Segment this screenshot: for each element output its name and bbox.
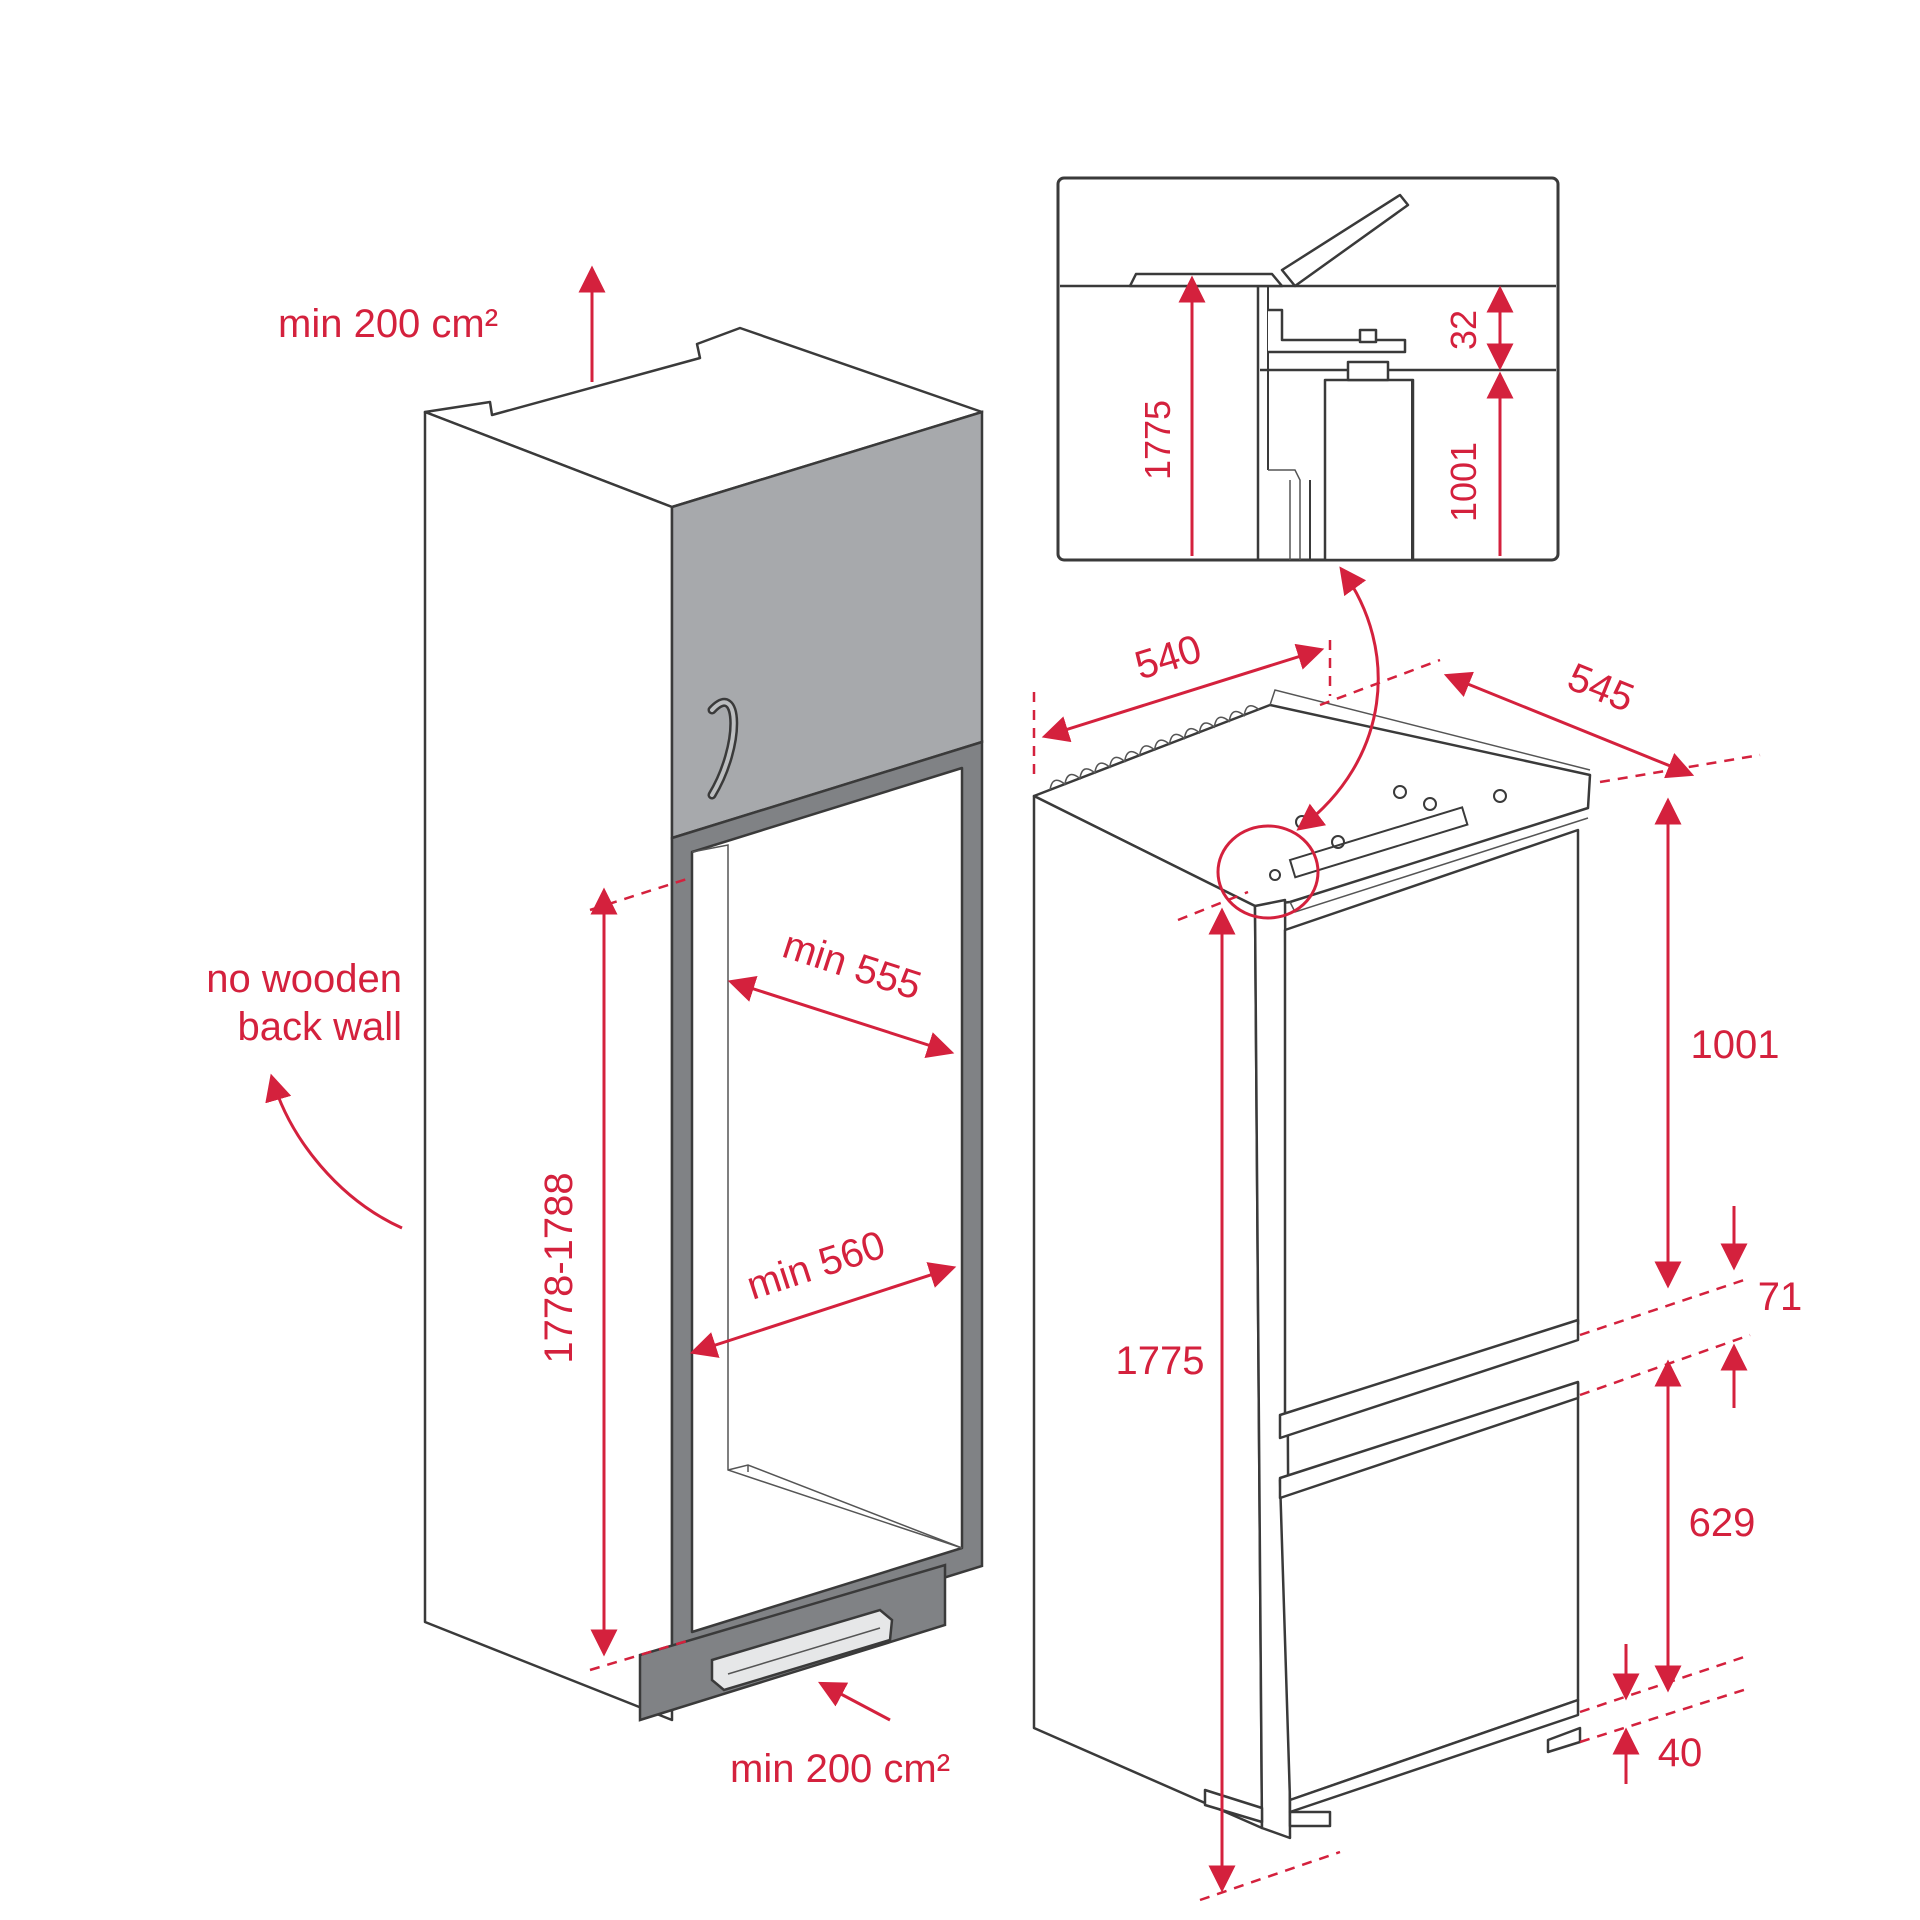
fridge-width-label: 540 [1130, 627, 1207, 689]
bottom-vent-label: min 200 cm² [730, 1747, 950, 1791]
upper-door-label: 1001 [1691, 1023, 1780, 1067]
top-vent-label: min 200 cm² [278, 302, 498, 346]
detail-door-label: 1001 [1443, 442, 1484, 522]
back-wall-note-line2: back wall [237, 1005, 402, 1049]
kitchen-cabinet [423, 326, 984, 1722]
detail-callout: 1775 32 1001 [1056, 176, 1560, 562]
cabinet-side-panel [423, 410, 674, 1722]
fridge-side [1032, 794, 1264, 1830]
detail-gap-label: 32 [1443, 310, 1484, 350]
detail-height-label: 1775 [1137, 400, 1178, 480]
fridge-upper-door [1283, 828, 1580, 1420]
built-in-fridge [1032, 689, 1592, 1840]
niche-width-arrow [689, 1262, 957, 1358]
niche-height-label: 1778-1788 [537, 1172, 581, 1363]
fridge-depth-label: 545 [1562, 655, 1640, 721]
fridge-dimensions: 540 545 1775 1001 71 629 40 [1032, 627, 1803, 1902]
plinth-vent-grille [710, 1608, 894, 1692]
detail-connector-arrow [1296, 566, 1380, 831]
lower-door-label: 629 [1689, 1501, 1756, 1545]
fridge-front-strip [1253, 898, 1292, 1840]
detail-marker-circle [1216, 824, 1320, 920]
bottom-vent-arrow [818, 1681, 891, 1722]
plinth-label: 40 [1658, 1731, 1703, 1775]
fridge-width-arrow [1041, 643, 1325, 743]
niche-depth-arrow [727, 976, 955, 1058]
back-wall-note-line1: no wooden [206, 957, 402, 1001]
fridge-depth-arrow [1443, 671, 1695, 779]
fridge-height-label: 1775 [1116, 1339, 1205, 1383]
back-wall-arrow [265, 1073, 403, 1230]
gap-label: 71 [1758, 1275, 1803, 1319]
